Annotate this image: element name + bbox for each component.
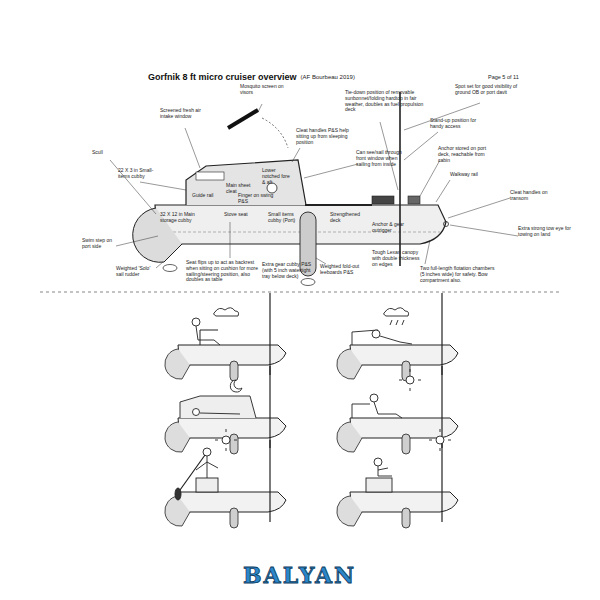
callout-text: Can see/sail through front window when s…: [356, 150, 408, 167]
hull-profile: [133, 92, 449, 286]
author-note: (AF Bourbeau 2019): [301, 74, 355, 81]
page-number: Page 5 of 11: [488, 74, 519, 80]
watermark: BALYAN: [243, 562, 356, 588]
callout-text: Weighted 'Solo' sail rudder: [116, 266, 154, 278]
callout-text: Scull: [92, 150, 114, 156]
title: Gorfnik 8 ft micro cruiser overview: [148, 72, 297, 82]
callout-text: Guide rail: [192, 193, 220, 199]
callout-text: Cleat handles P&S help sitting up from s…: [296, 128, 352, 145]
callout-text: Spot set for good visibility of ground O…: [455, 84, 523, 96]
callout-text: Tie-down position of removable sunbonnet…: [345, 90, 425, 113]
usage-vignettes: [165, 293, 458, 528]
callout-text: Stove seat: [224, 212, 252, 218]
callout-text: Strengthened deck: [330, 212, 364, 224]
callout-text: Mosquito screen on visors: [240, 84, 285, 96]
callout-text: Stand-up position for handy access: [430, 118, 482, 130]
callout-text: Small items cubby (Port): [268, 212, 298, 224]
callout-text: Anchor stored on port deck, reachable fr…: [438, 146, 494, 163]
callout-text: Weighted fold-out leeboards P&S: [320, 264, 366, 276]
callout-text: Lower notched fore & aft: [262, 168, 294, 185]
callout-text: Screened fresh air intake window: [160, 108, 208, 120]
callout-text: 32 X 12 in Main storage cubby: [160, 212, 196, 224]
leader-lines: [110, 103, 518, 268]
callout-text: Two full-length flotation chambers (5 in…: [420, 266, 496, 283]
callout-text: 22 X 3 in Small-items cubby: [118, 168, 158, 180]
callout-text: Extra gear cubby P&S (with 5 inch watert…: [262, 262, 312, 279]
divider: [40, 292, 560, 293]
callout-text: Walkway rail: [450, 172, 490, 178]
callout-text: Extra strong tow eye for towing on land: [518, 226, 574, 238]
callout-text: Seat flips up to act as backrest when si…: [186, 260, 258, 283]
callout-text: Cleat handles on transom: [510, 190, 552, 202]
callout-text: Swim step on port side: [82, 238, 116, 250]
callout-text: Tough Lexan canopy with double thickness…: [372, 250, 424, 267]
callout-text: Finger on swing P&S: [238, 193, 280, 205]
callout-text: Anchor & gear outrigger: [372, 222, 412, 234]
